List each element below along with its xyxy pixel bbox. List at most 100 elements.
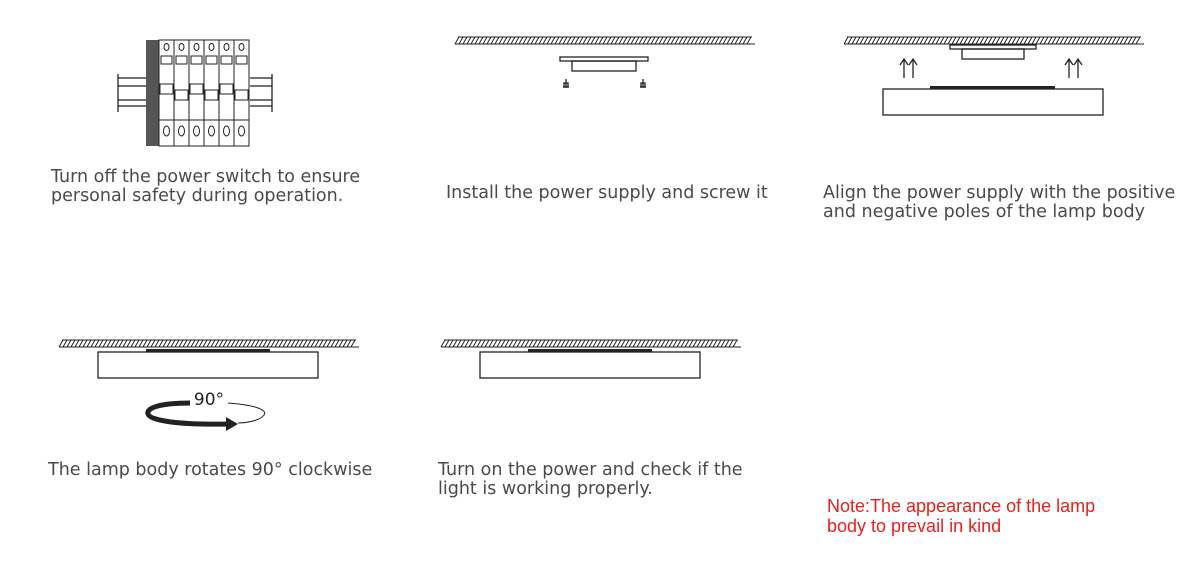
ceiling-hatch-stroke (258, 339, 264, 348)
ceiling-hatch-stroke (218, 339, 224, 348)
ceiling-hatch-stroke (1071, 36, 1077, 45)
ceiling-hatch-stroke (608, 339, 614, 348)
ceiling-hatch-stroke (458, 36, 464, 45)
ceiling-hatch-stroke (999, 36, 1005, 45)
ceiling-hatch-stroke (578, 36, 584, 45)
ceiling-hatch-stroke (146, 339, 152, 348)
ceiling-hatch-stroke (558, 36, 564, 45)
ceiling-hatch-stroke (190, 339, 196, 348)
ceiling-hatch-stroke (174, 339, 180, 348)
module-window (235, 55, 248, 65)
ceiling-hatch-stroke (1047, 36, 1053, 45)
ceiling-hatch-stroke (734, 36, 740, 45)
breaker-toggle (174, 89, 189, 101)
ceiling-hatch-stroke (1115, 36, 1121, 45)
ceiling-hatch-stroke (582, 36, 588, 45)
ceiling-hatch-stroke (746, 36, 752, 45)
ceiling-hatch-stroke (562, 36, 568, 45)
ceiling-hatch-stroke (660, 339, 666, 348)
ceiling-hatch-stroke (480, 339, 486, 348)
ceiling-hatch-stroke (1119, 36, 1125, 45)
ceiling-hatch-stroke (214, 339, 220, 348)
ceiling-hatch-stroke (690, 36, 696, 45)
ceiling-hatch-stroke (544, 339, 550, 348)
ceiling-hatch-stroke (130, 339, 136, 348)
ceiling-hatch-stroke (923, 36, 929, 45)
ceiling-hatch-stroke (186, 339, 192, 348)
ceiling-hatch-stroke (1059, 36, 1065, 45)
module-window (175, 55, 188, 65)
ceiling-hatch-stroke (1023, 36, 1029, 45)
ceiling-hatch-stroke (556, 339, 562, 348)
ceiling-hatch-stroke (650, 36, 656, 45)
ceiling-hatch-stroke (624, 339, 630, 348)
ceiling-hatch-stroke (951, 36, 957, 45)
ceiling-hatch-stroke (704, 339, 710, 348)
ceiling-hatch-stroke (198, 339, 204, 348)
ceiling-hatch-stroke (730, 36, 736, 45)
ceiling-hatch-stroke (478, 36, 484, 45)
terminal-screw (163, 43, 170, 51)
ceiling-hatch-stroke (486, 36, 492, 45)
ceiling-hatch-stroke (286, 339, 292, 348)
ceiling-hatch-stroke (1095, 36, 1101, 45)
ceiling-hatch-stroke (616, 339, 622, 348)
ceiling-hatch-stroke (318, 339, 324, 348)
ceiling-hatch-stroke (476, 339, 482, 348)
ceiling-hatch-stroke (666, 36, 672, 45)
ceiling-hatch-stroke (716, 339, 722, 348)
ceiling-hatch-stroke (622, 36, 628, 45)
ceiling-hatch-stroke (178, 339, 184, 348)
breaker-toggle (159, 83, 174, 95)
ceiling-hatch-stroke (742, 36, 748, 45)
step-2-caption-line-1: Install the power supply and screw it (446, 183, 768, 203)
ceiling-hatch-stroke (346, 339, 352, 348)
ceiling-hatch-stroke (604, 339, 610, 348)
ceiling-hatch-stroke (94, 339, 100, 348)
ceiling-hatch-stroke (684, 339, 690, 348)
ceiling-hatch-stroke (851, 36, 857, 45)
ceiling-hatch-stroke (338, 339, 344, 348)
ceiling-hatch-stroke (654, 36, 660, 45)
ceiling-hatch-stroke (1003, 36, 1009, 45)
ceiling-hatch-stroke (554, 36, 560, 45)
ceiling-hatch-stroke (1035, 36, 1041, 45)
ceiling-hatch-stroke (270, 339, 276, 348)
ceiling-hatch-stroke (456, 339, 462, 348)
ceiling-hatch-stroke (278, 339, 284, 348)
ceiling-hatch-stroke (883, 36, 889, 45)
ceiling-hatch-stroke (732, 339, 738, 348)
ceiling-hatch-stroke (290, 339, 296, 348)
ceiling-hatch-stroke (646, 36, 652, 45)
ceiling-hatch-stroke (895, 36, 901, 45)
ceiling-hatch-stroke (915, 36, 921, 45)
ceiling-hatch-stroke (1075, 36, 1081, 45)
ceiling-hatch-stroke (470, 36, 476, 45)
note-line-2: body to prevail in kind (827, 516, 1002, 536)
ceiling-hatch-stroke (508, 339, 514, 348)
ceiling-hatch-stroke (238, 339, 244, 348)
ceiling-hatch-stroke (106, 339, 112, 348)
ceiling-hatch-stroke (891, 36, 897, 45)
ceiling-hatch-stroke (102, 339, 108, 348)
ceiling-hatch-stroke (586, 36, 592, 45)
ceiling-hatch-stroke (530, 36, 536, 45)
ceiling-hatch-stroke (550, 36, 556, 45)
ceiling-hatch-stroke (560, 339, 566, 348)
ceiling-hatch-stroke (688, 339, 694, 348)
ceiling-hatch-stroke (528, 339, 534, 348)
ceiling-hatch-stroke (166, 339, 172, 348)
ceiling-hatch-stroke (564, 339, 570, 348)
ceiling-hatch-stroke (350, 339, 356, 348)
ceiling-hatch-stroke (1043, 36, 1049, 45)
ceiling-hatch-stroke (738, 36, 744, 45)
module-window (205, 55, 218, 65)
ceiling-hatch-stroke (724, 339, 730, 348)
ceiling-hatch-stroke (648, 339, 654, 348)
ceiling-hatch-stroke (602, 36, 608, 45)
ceiling-hatch-stroke (662, 36, 668, 45)
ceiling-hatch-stroke (600, 339, 606, 348)
ceiling-hatch-stroke (110, 339, 116, 348)
